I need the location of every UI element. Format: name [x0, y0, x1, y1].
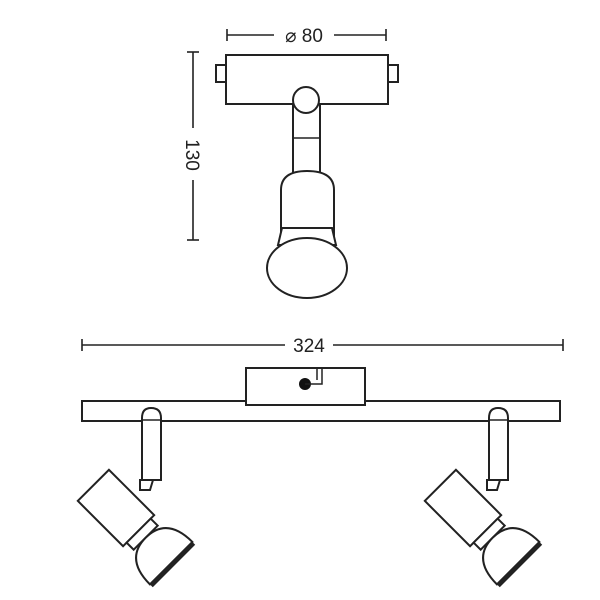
front-view: 324 [76, 336, 564, 588]
swivel-knob [292, 86, 320, 114]
height-label: 130 [181, 139, 202, 171]
side-view: ⌀ 80 130 [181, 26, 399, 299]
swivel-stem [292, 103, 321, 175]
width-dimension: ⌀ 80 [226, 26, 387, 47]
length-dimension: 324 [81, 336, 564, 357]
spotlight-right [417, 406, 543, 588]
bulb-reflector [266, 237, 348, 299]
width-label: ⌀ 80 [285, 26, 323, 47]
spotlight-left [76, 406, 196, 588]
cable-line [305, 369, 323, 385]
length-label: 324 [293, 336, 325, 357]
height-dimension: 130 [181, 51, 202, 241]
